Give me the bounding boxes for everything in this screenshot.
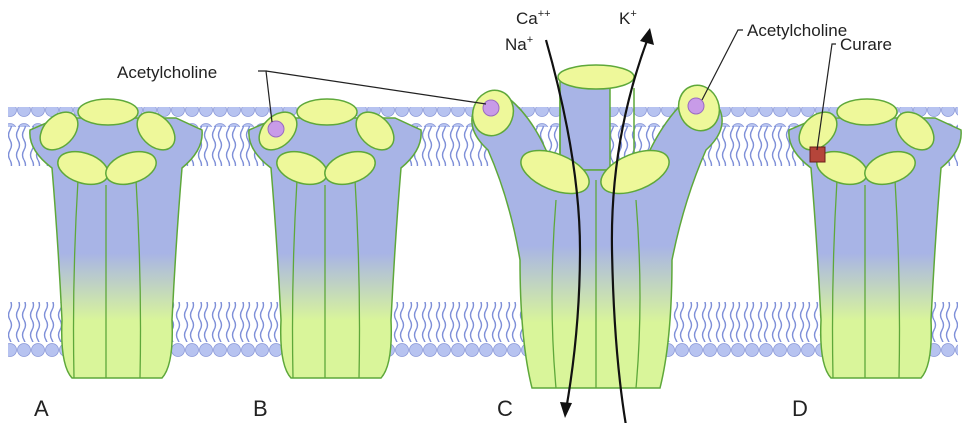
acetylcholine-leader-c-left	[266, 71, 486, 104]
panel-label-b: B	[253, 396, 268, 421]
ion-labels: Ca++ Na+ K+	[505, 8, 637, 54]
calcium-ion-label: Ca++	[516, 8, 551, 28]
panel-label-c: C	[497, 396, 513, 421]
acetylcholine-molecule-c-left	[483, 100, 499, 116]
sodium-ion-label: Na+	[505, 34, 533, 54]
acetylcholine-molecule-b	[268, 121, 284, 137]
panel-label-a: A	[34, 396, 49, 421]
acetylcholine-label-right: Acetylcholine	[747, 21, 847, 40]
panel-label-d: D	[792, 396, 808, 421]
acetylcholine-molecule-c-right	[688, 98, 704, 114]
potassium-ion-label: K+	[619, 8, 637, 28]
acetylcholine-label-left: Acetylcholine	[117, 63, 217, 82]
curare-label: Curare	[840, 35, 892, 54]
